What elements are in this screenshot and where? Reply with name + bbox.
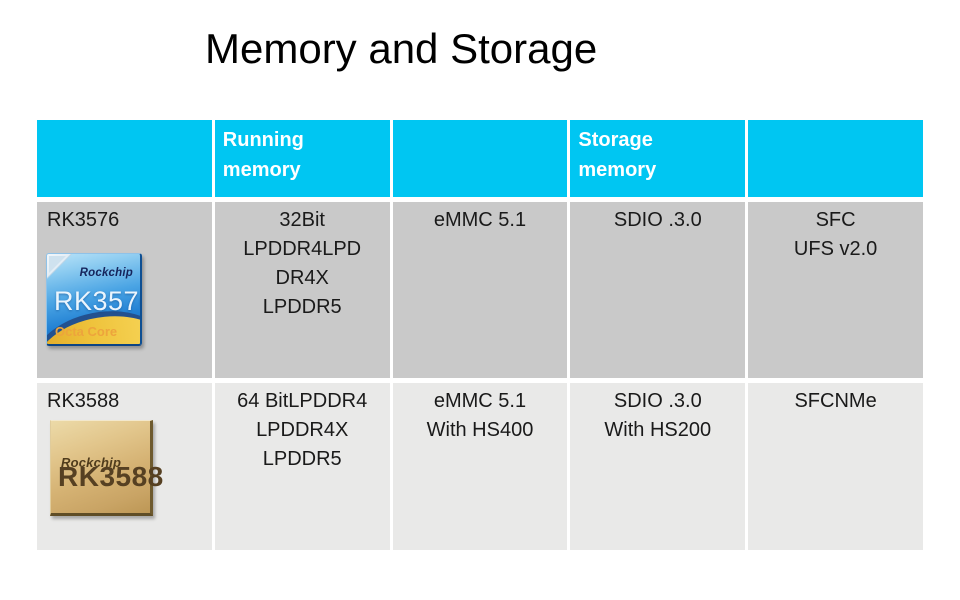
cell-rk3576-sfc-ufs: SFC UFS v2.0 [748, 202, 923, 378]
cell-text: SFCNMe [794, 390, 877, 412]
header-label-storage-memory: Storage memory [578, 129, 657, 181]
header-cell-running-memory: Running memory [214, 120, 390, 197]
table-row-rk3588-name-cell: RK3588 Rockchip RK3588 [37, 383, 212, 550]
header-cell-empty-1 [392, 120, 568, 197]
page-title: Memory and Storage [205, 25, 598, 72]
table-row-rk3576-name-cell: RK3576 Rockchip RK3576 Octa Core [37, 202, 212, 378]
cell-rk3576-running-memory: 32Bit LPDDR4LPD DR4X LPDDR5 [214, 202, 390, 378]
rk3576-chip-image: Rockchip RK3576 Octa Core [46, 253, 142, 346]
header-label-running-memory: Running memory [222, 129, 304, 181]
rk3588-chip-image: Rockchip RK3588 [50, 420, 163, 516]
header-cell-storage-memory: Storage memory [570, 120, 746, 197]
cell-text: 64 BitLPDDR4 LPDDR4X LPDDR5 [237, 390, 368, 470]
cell-text: SDIO .3.0 [613, 209, 702, 231]
cell-rk3588-running-memory: 64 BitLPDDR4 LPDDR4X LPDDR5 [214, 383, 390, 550]
rockchip-logo: Rockchip [61, 455, 122, 470]
rockchip-logo: Rockchip [79, 267, 133, 279]
header-cell-model [37, 120, 212, 197]
cell-rk3588-storage-memory: SDIO .3.0 With HS200 [570, 383, 746, 550]
chip-name-rk3576: RK3576 [47, 209, 120, 231]
cell-rk3576-emmc: eMMC 5.1 [392, 202, 568, 378]
cell-rk3576-storage-memory: SDIO .3.0 [570, 202, 746, 378]
cell-rk3588-emmc: eMMC 5.1 With HS400 [392, 383, 568, 550]
cell-text: SFC UFS v2.0 [793, 209, 878, 260]
cell-text: SDIO .3.0 With HS200 [604, 390, 712, 441]
chip-subtitle-label: Octa Core [55, 324, 118, 339]
cell-text: eMMC 5.1 With HS400 [426, 390, 534, 441]
chip-model-label: RK3588 [58, 461, 164, 492]
cell-text: 32Bit LPDDR4LPD DR4X LPDDR5 [243, 209, 362, 318]
cell-rk3588-sfc-nvme: SFCNMe [748, 383, 923, 550]
cell-text: eMMC 5.1 [433, 209, 527, 231]
header-cell-empty-2 [748, 120, 923, 197]
spec-table: Running memory Storage memory RK3576 Roc… [37, 120, 923, 550]
chip-model-label: RK3576 [54, 286, 140, 316]
chip-name-rk3588: RK3588 [47, 390, 120, 412]
